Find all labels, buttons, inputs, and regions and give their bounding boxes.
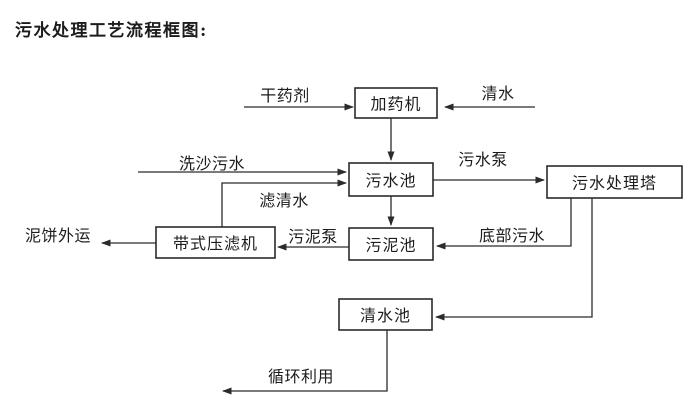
flow-label-sand-washing-wastewater: 洗沙污水 — [179, 154, 245, 173]
node-treatment-tower: 污水处理塔 — [546, 165, 683, 199]
edge-tower-bottom-to-sludge-pool — [436, 198, 572, 250]
flow-label-dry-agent: 干药剂 — [260, 86, 310, 105]
node-label-wastewater-pool: 污水池 — [365, 171, 416, 190]
page-title: 污水处理工艺流程框图: — [15, 21, 208, 41]
edge-clean-pool-recycle-out — [222, 330, 388, 395]
flow-label-filtered-clean-water: 滤清水 — [259, 191, 309, 210]
flow-label-recycling-use: 循环利用 — [268, 367, 334, 386]
flow-label-sludge-pump: 污泥泵 — [288, 227, 338, 246]
node-box-wastewater-pool — [348, 162, 434, 197]
node-belt-filter-press: 带式压滤机 — [155, 226, 276, 259]
node-label-dosing-machine: 加药机 — [370, 95, 421, 114]
node-sludge-pool: 污泥池 — [348, 227, 434, 261]
node-box-sludge-pool — [348, 227, 434, 261]
flow-label-mud-cake-transport: 泥饼外运 — [25, 226, 91, 245]
flow-label-wastewater-pump: 污水泵 — [458, 150, 508, 169]
flow-label-bottom-wastewater: 底部污水 — [479, 226, 545, 245]
edges-layer — [101, 103, 593, 395]
node-label-clean-water-pool: 清水池 — [360, 306, 411, 325]
node-wastewater-pool: 污水池 — [348, 162, 434, 197]
node-box-clean-water-pool — [338, 298, 433, 331]
edge-tower-to-clean-pool — [435, 198, 593, 321]
node-label-sludge-pool: 污泥池 — [365, 236, 416, 255]
node-box-belt-filter-press — [155, 226, 276, 259]
flow-label-clean-water: 清水 — [481, 84, 514, 103]
node-box-dosing-machine — [354, 87, 438, 119]
node-label-belt-filter-press: 带式压滤机 — [173, 234, 258, 253]
edge-filtered-water-return — [221, 179, 347, 227]
node-clean-water-pool: 清水池 — [338, 298, 433, 331]
node-box-treatment-tower — [546, 165, 683, 199]
node-label-treatment-tower: 污水处理塔 — [572, 174, 657, 193]
node-dosing-machine: 加药机 — [354, 87, 438, 119]
